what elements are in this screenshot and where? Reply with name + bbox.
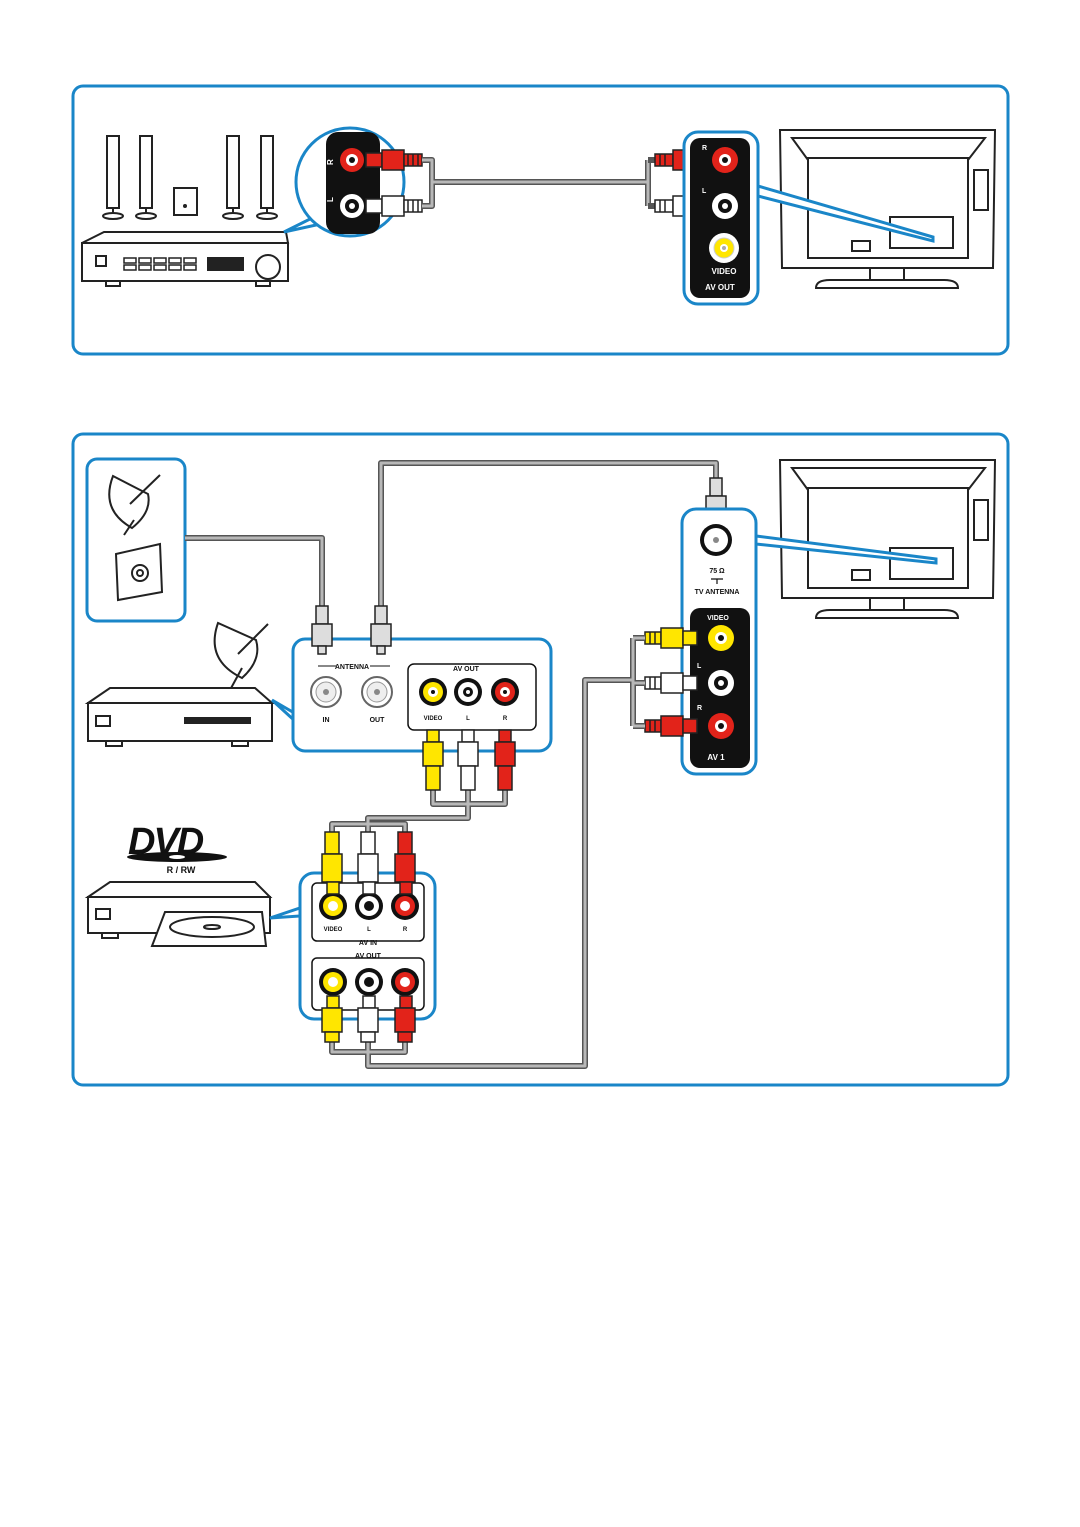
tv-icon — [778, 459, 997, 619]
rca-jack-yellow — [319, 968, 347, 996]
receiver-r-label: R — [503, 716, 508, 722]
dvd-logo-icon: DVD — [127, 821, 227, 863]
dvd-in-r-label: R — [403, 927, 408, 933]
satellite-dish-icon — [108, 474, 161, 536]
dvd-av-in-label: AV IN — [359, 940, 377, 947]
av-out-video-label: VIDEO — [712, 267, 737, 276]
dvd-in-video-label: VIDEO — [324, 927, 343, 933]
rca-jack-yellow — [709, 233, 739, 263]
zoom-link — [269, 905, 302, 920]
receiver-in-label: IN — [323, 717, 330, 724]
rca-jack-white — [355, 968, 383, 996]
speaker-icon — [102, 135, 278, 220]
receiver-av-out-label: AV OUT — [453, 666, 480, 673]
receiver-icon — [84, 687, 275, 747]
rca-jack-red — [340, 148, 364, 172]
receiver-video-label: VIDEO — [424, 716, 443, 722]
rca-jack-white — [712, 193, 738, 219]
receiver-antenna-label: ANTENNA — [335, 664, 369, 671]
coax-jack-tv — [700, 524, 732, 556]
av1-r-label: R — [697, 705, 702, 712]
tv-antenna-label: TV ANTENNA — [695, 589, 740, 596]
rca-jack-white — [454, 678, 482, 706]
rca-plug-set — [422, 729, 516, 791]
av-out-l-label: L — [702, 188, 707, 195]
zoom-link — [754, 534, 938, 565]
av1-l-label: L — [697, 663, 702, 670]
panel-1-frame — [71, 84, 1010, 356]
antenna-cable — [185, 460, 719, 610]
audio-l-label: L — [326, 197, 335, 202]
receiver-l-label: L — [466, 716, 470, 722]
wall-socket-icon — [114, 542, 164, 602]
av-cable-dvd-to-tv — [329, 635, 645, 1069]
rca-jack-white — [355, 892, 383, 920]
amplifier-icon — [81, 231, 290, 287]
av-cable-receiver-to-dvd — [329, 790, 508, 832]
rca-jack-yellow — [708, 625, 734, 651]
rca-jack-red — [391, 968, 419, 996]
rca-jack-red — [712, 147, 738, 173]
subwoofer-icon — [173, 187, 198, 216]
rca-jack-yellow — [319, 892, 347, 920]
audio-r-label: R — [326, 159, 335, 165]
dvd-recorder-icon — [84, 881, 273, 947]
dvd-in-l-label: L — [367, 927, 371, 933]
panel-2-frame — [71, 432, 1010, 1087]
dvd-av-out-label: AV OUT — [355, 953, 382, 960]
satellite-dish-icon — [213, 621, 269, 691]
tv-icon — [778, 129, 997, 289]
rca-jack-white — [708, 670, 734, 696]
av1-video-label: VIDEO — [707, 615, 729, 622]
rca-plug-set — [321, 995, 416, 1043]
zoom-link — [756, 184, 935, 243]
coax-jack-out — [361, 676, 393, 708]
av-out-title: AV OUT — [705, 283, 735, 292]
audio-cable — [422, 157, 656, 209]
rca-plug-red — [365, 149, 423, 171]
audio-in-label: AUDIO IN — [312, 170, 322, 211]
tv-antenna-ohm: 75 Ω — [709, 568, 725, 575]
rca-jack-red — [708, 713, 734, 739]
rca-jack-white — [340, 194, 364, 218]
av-out-r-label: R — [702, 145, 707, 152]
rca-jack-red — [391, 892, 419, 920]
receiver-out-label: OUT — [370, 717, 386, 724]
rca-jack-yellow — [419, 678, 447, 706]
dvd-rw-label: R / RW — [167, 865, 196, 875]
rca-jack-red — [491, 678, 519, 706]
av1-title: AV 1 — [707, 753, 725, 762]
rca-plug-set — [321, 831, 416, 895]
coax-jack-in — [310, 676, 342, 708]
rca-plug-set — [644, 627, 698, 737]
rca-plug-white — [365, 195, 423, 217]
